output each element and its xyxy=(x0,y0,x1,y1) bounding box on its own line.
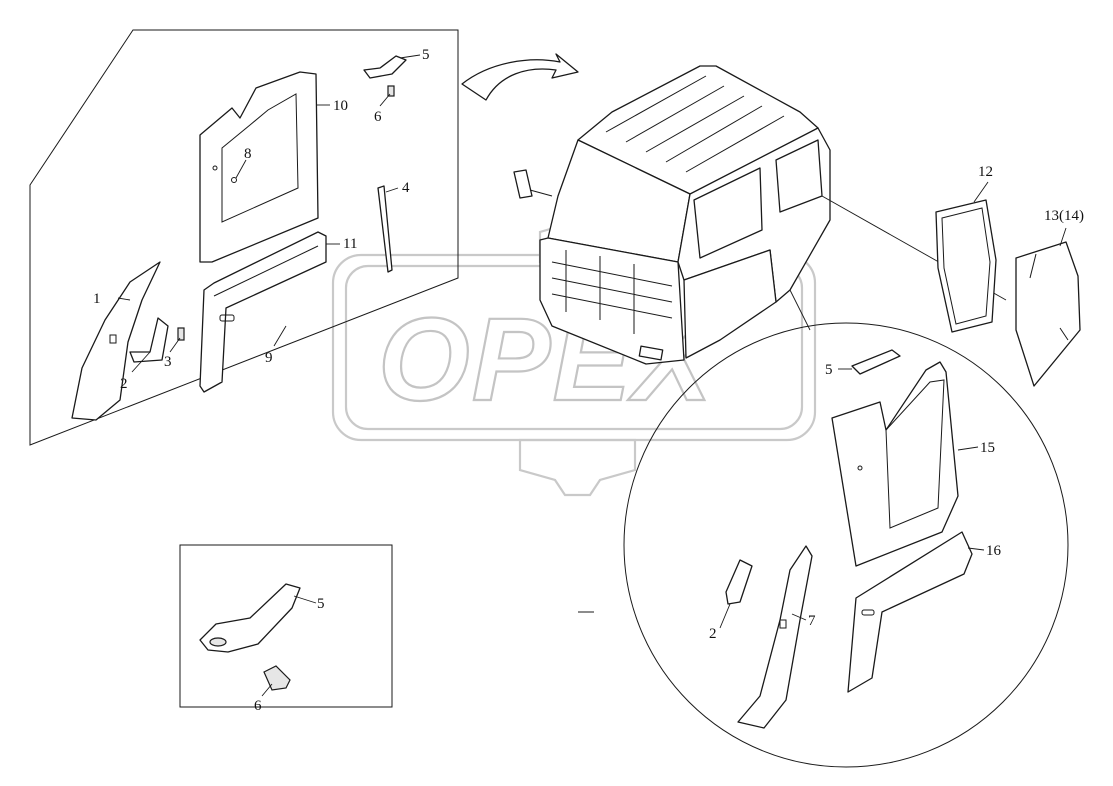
grab-handle-5-detail xyxy=(199,583,301,653)
leader-line xyxy=(379,93,391,107)
callout-8: 8 xyxy=(244,146,252,162)
callout-11: 11 xyxy=(343,236,357,252)
door-lower xyxy=(683,249,777,359)
leader-line xyxy=(957,446,979,451)
callout-2: 2 xyxy=(709,626,717,642)
window-seal-12-inner xyxy=(941,207,991,325)
trim-slot xyxy=(109,334,117,344)
callout-13-14: 13(14) xyxy=(1044,208,1084,224)
callout-15: 15 xyxy=(980,440,995,456)
leader-line xyxy=(1059,227,1067,247)
callout-6: 6 xyxy=(254,698,262,714)
leader-to-glass xyxy=(789,289,811,331)
grille-lines xyxy=(551,250,673,334)
left-detail-panel: 1 2 3 4 5 6 8 9 10 11 xyxy=(29,29,459,446)
leader-line xyxy=(273,325,287,347)
callout-16: 16 xyxy=(986,543,1002,559)
a-pillar-trim-7 xyxy=(737,545,813,729)
mirror-arm xyxy=(529,189,553,197)
callout-10: 10 xyxy=(333,98,348,114)
leader-line xyxy=(235,159,247,179)
rotate-arrow-icon xyxy=(461,53,579,101)
rear-upper-trim-10 xyxy=(199,71,319,263)
leader-line xyxy=(719,603,731,629)
rear-upper-trim-15 xyxy=(831,361,959,567)
callout-9: 9 xyxy=(265,350,273,366)
trim-slot xyxy=(219,314,235,322)
leader-line xyxy=(967,547,985,551)
handle-mount-hole xyxy=(209,637,227,647)
side-mirror xyxy=(513,169,533,199)
trim-slot xyxy=(779,619,787,629)
trim-hole xyxy=(231,177,237,183)
trim-hole xyxy=(857,465,863,471)
bolt-3 xyxy=(177,327,185,341)
left-panel-outline xyxy=(29,29,459,446)
leader-line xyxy=(261,683,273,697)
detail-box-outline xyxy=(179,544,393,708)
truck-cab xyxy=(513,65,831,365)
grab-handle-5 xyxy=(851,349,901,375)
bracket-5 xyxy=(363,55,407,79)
callout-12: 12 xyxy=(978,164,993,180)
rear-lower-trim-16 xyxy=(847,531,973,693)
rear-upper-trim-15-window xyxy=(885,379,945,529)
rear-lower-trim-11-groove xyxy=(213,245,319,297)
leader-line xyxy=(791,613,807,621)
bolt-6 xyxy=(387,85,395,97)
leader-line xyxy=(399,54,421,59)
leader-line xyxy=(973,181,989,203)
right-detail-circle: 5 15 16 2 7 xyxy=(623,322,1069,768)
callout-7: 7 xyxy=(808,613,816,629)
cab-front xyxy=(539,237,685,365)
grab-handle-2 xyxy=(725,559,753,605)
trim-hole xyxy=(212,165,218,171)
rod-4 xyxy=(377,185,393,273)
bolt-6-detail xyxy=(263,665,291,691)
rear-glass-13 xyxy=(1015,241,1081,387)
roof-rib xyxy=(605,75,785,173)
rear-lower-trim-11 xyxy=(199,231,327,393)
leader-line xyxy=(131,351,151,373)
leader-line xyxy=(169,337,181,353)
leader-line xyxy=(117,297,131,301)
rear-upper-trim-10-window xyxy=(221,93,299,223)
door-window xyxy=(693,167,763,259)
leader-line xyxy=(385,187,399,193)
callout-2: 2 xyxy=(120,376,128,392)
grab-handle-2 xyxy=(129,317,169,363)
headlight xyxy=(638,345,664,361)
callout-5: 5 xyxy=(317,596,325,612)
detail-circle-outline xyxy=(623,322,1069,768)
leader-line xyxy=(293,595,317,604)
callout-4: 4 xyxy=(402,180,410,196)
window-seal-12 xyxy=(935,199,997,333)
callout-1: 1 xyxy=(93,291,101,307)
callout-5: 5 xyxy=(422,47,430,63)
trim-slot xyxy=(861,609,875,616)
callout-5: 5 xyxy=(825,362,833,378)
lower-detail-box: 5 6 xyxy=(179,544,393,714)
callout-6: 6 xyxy=(374,109,382,125)
callout-3: 3 xyxy=(164,354,172,370)
glass-reflection xyxy=(1029,253,1069,341)
